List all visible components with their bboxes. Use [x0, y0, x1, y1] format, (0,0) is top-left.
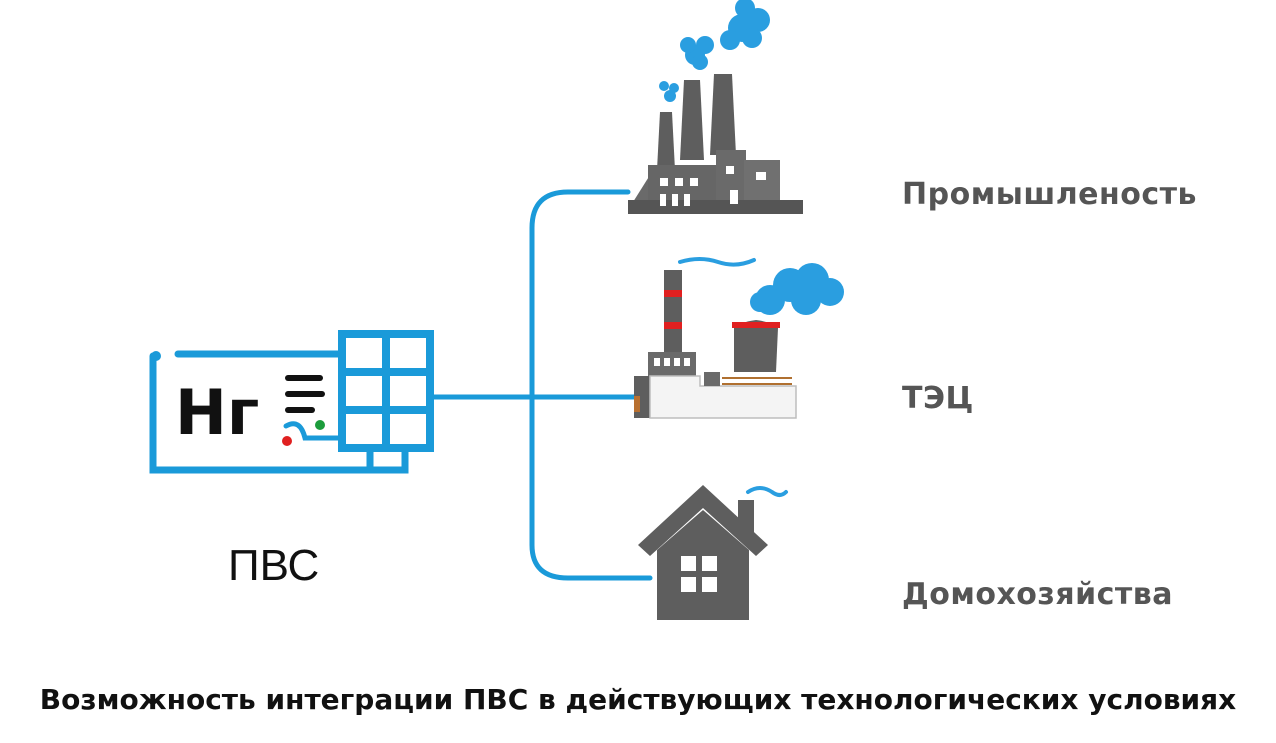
solar-panel-icon: [338, 330, 434, 452]
factory-icon: [628, 0, 803, 214]
caption: Возможность интеграции ПВС в действующих…: [39, 683, 1237, 716]
destination-label-households: Домохозяйства: [902, 577, 1174, 612]
device-text: Hг: [175, 376, 259, 449]
source-label: ПВС: [228, 541, 320, 590]
status-dot-green: [315, 420, 325, 430]
house-icon: [638, 485, 788, 620]
status-dot-red: [282, 436, 292, 446]
pvs-device-icon: Hг: [149, 330, 434, 474]
connection-lines: [429, 189, 653, 581]
power-plant-icon: [634, 257, 844, 419]
destination-label-chp: ТЭЦ: [902, 381, 974, 416]
destination-label-industry: Промышленость: [902, 177, 1198, 212]
